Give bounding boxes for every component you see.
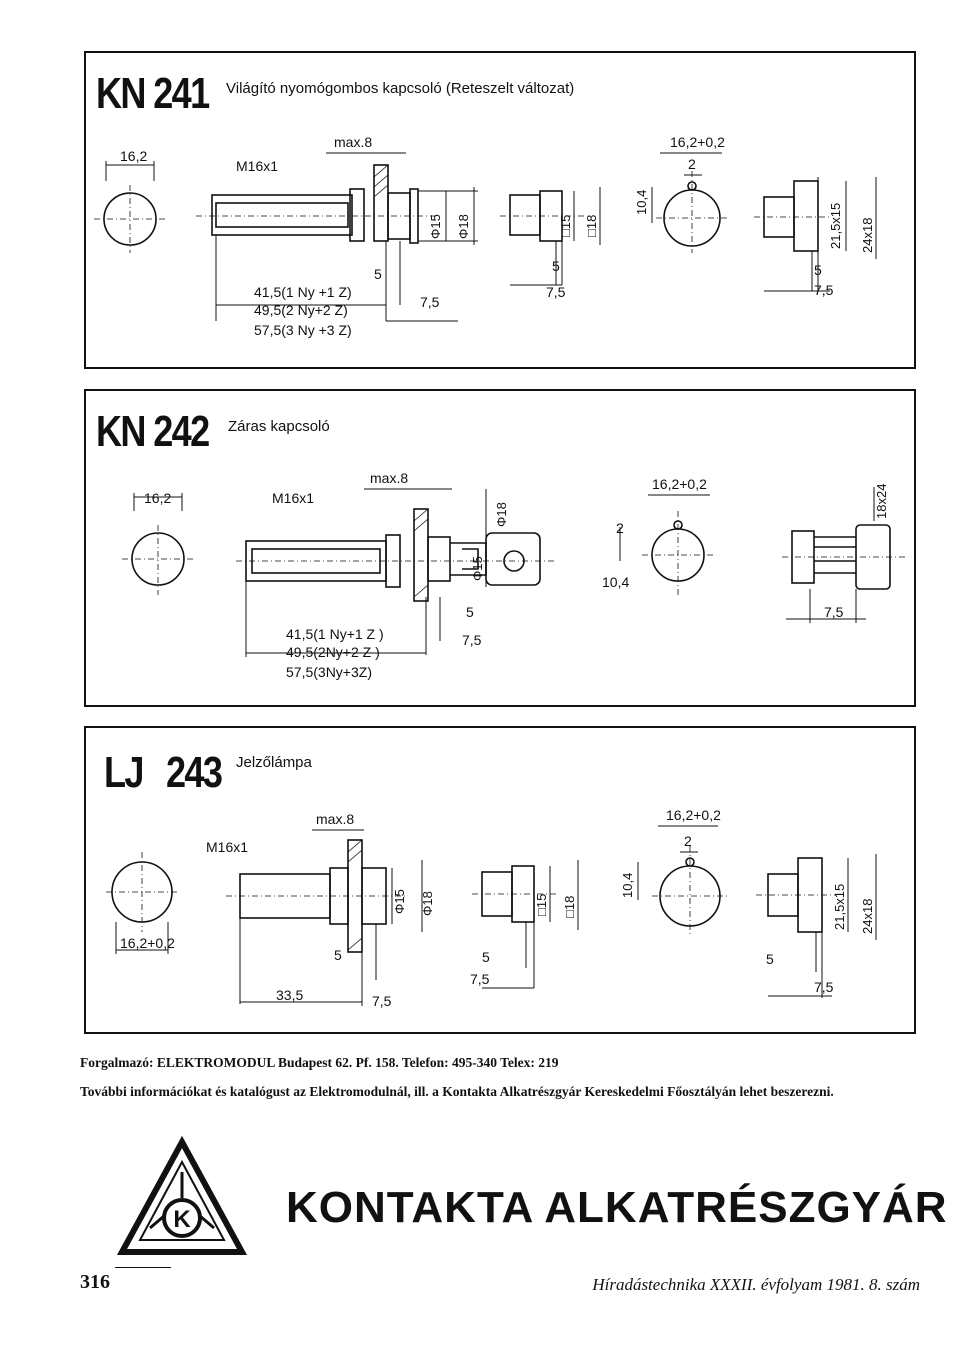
dim-text: 24x18 — [860, 899, 875, 934]
dim-text: 18x24 — [874, 484, 889, 519]
dim-text: 5 — [374, 266, 382, 282]
dim-text: M16x1 — [206, 839, 248, 855]
divider — [115, 1267, 171, 1268]
dim-text: 10,4 — [634, 190, 649, 215]
dim-text: max.8 — [370, 470, 408, 486]
dim-text: 7,5 — [814, 979, 834, 995]
dim-text: Φ15 — [470, 556, 485, 581]
more-info-text: További információkat és katalógust az E… — [80, 1084, 834, 1099]
dim-text: 5 — [482, 949, 490, 965]
dim-text: Φ15 — [392, 889, 407, 914]
dim-text: 21,5x15 — [828, 203, 843, 249]
dim-text: M16x1 — [236, 158, 278, 174]
distributor-info: Forgalmazó: ELEKTROMODUL Budapest 62. Pf… — [80, 1055, 559, 1070]
dim-text: max.8 — [334, 134, 372, 150]
dim-text: 21,5x15 — [832, 884, 847, 930]
dim-text: 5 — [814, 262, 822, 278]
dim-text: 7,5 — [420, 294, 440, 310]
technical-drawing: 16,2 M16x1 max.8 5 41,5(1 Ny +1 Z) 49,5(… — [94, 134, 877, 338]
product-title: Világító nyomógombos kapcsoló (Reteszelt… — [226, 80, 575, 97]
product-panel-kn242: KN 242 Záras kapcsoló 16,2 M16x1 max.8 5… — [84, 389, 916, 707]
dim-text: 5 — [334, 947, 342, 963]
dim-text: 49,5(2Ny+2 Z ) — [286, 644, 380, 660]
product-code: KN 242 — [96, 407, 210, 456]
dim-text: 16,2+0,2 — [666, 807, 721, 823]
dim-text: 7,5 — [372, 993, 392, 1009]
product-title: Jelzőlámpa — [236, 754, 312, 771]
dim-text: 49,5(2 Ny+2 Z) — [254, 302, 348, 318]
product-code: KN 241 — [96, 69, 210, 118]
dim-text: 16,2 — [144, 490, 171, 506]
dim-text: M16x1 — [272, 490, 314, 506]
dim-text: 7,5 — [462, 632, 482, 648]
dim-text: 16,2+0,2 — [670, 134, 725, 150]
dim-text: 7,5 — [546, 284, 566, 300]
dim-text: Φ18 — [456, 214, 471, 239]
dim-text: 57,5(3Ny+3Z) — [286, 664, 372, 680]
dim-text: Φ15 — [428, 214, 443, 239]
brand-name: KONTAKTA ALKATRÉSZGYÁR — [286, 1183, 948, 1232]
dim-text: □15 — [558, 215, 573, 237]
dim-text: 2 — [684, 833, 692, 849]
dim-text: 16,2 — [120, 148, 147, 164]
dim-text: 2 — [688, 156, 696, 172]
page-number: 316 — [80, 1271, 110, 1293]
dim-text: 24x18 — [860, 218, 875, 253]
dim-text: □18 — [562, 896, 577, 918]
product-title: Záras kapcsoló — [228, 418, 330, 435]
logo-letter: K — [173, 1206, 191, 1233]
dim-text: 33,5 — [276, 987, 303, 1003]
dim-text: 2 — [616, 520, 624, 536]
technical-drawing: 16,2 M16x1 max.8 5 7,5 41,5(1 Ny+1 Z ) 4… — [122, 470, 906, 680]
journal-footer: Híradástechnika XXXII. évfolyam 1981. 8.… — [592, 1275, 920, 1294]
dim-text: 7,5 — [824, 604, 844, 620]
dim-text: 5 — [466, 604, 474, 620]
dim-text: Φ18 — [494, 502, 509, 527]
dim-text: 5 — [552, 258, 560, 274]
dim-text: Φ18 — [420, 891, 435, 916]
product-panel-lj243: LJ 243 Jelzőlámpa 16,2+0,2 M16x1 max.8 5… — [84, 726, 916, 1034]
dim-text: □18 — [584, 215, 599, 237]
dim-text: 41,5(1 Ny +1 Z) — [254, 284, 352, 300]
dim-text: 16,2+0,2 — [652, 476, 707, 492]
technical-drawing: 16,2+0,2 M16x1 max.8 5 33,5 7,5 Φ15 Φ18 … — [106, 807, 877, 1009]
dim-text: □15 — [534, 894, 549, 916]
product-panel-kn241: KN 241 Világító nyomógombos kapcsoló (Re… — [84, 51, 916, 369]
dim-text: 5 — [766, 951, 774, 967]
dim-text: 7,5 — [814, 282, 834, 298]
dim-text: 16,2+0,2 — [120, 935, 175, 951]
dim-text: 57,5(3 Ny +3 Z) — [254, 322, 352, 338]
dim-text: 41,5(1 Ny+1 Z ) — [286, 626, 384, 642]
product-code: LJ 243 — [104, 748, 223, 797]
dim-text: 10,4 — [602, 574, 629, 590]
dim-text: 7,5 — [470, 971, 490, 987]
dim-text: max.8 — [316, 811, 354, 827]
dim-text: 10,4 — [620, 873, 635, 898]
